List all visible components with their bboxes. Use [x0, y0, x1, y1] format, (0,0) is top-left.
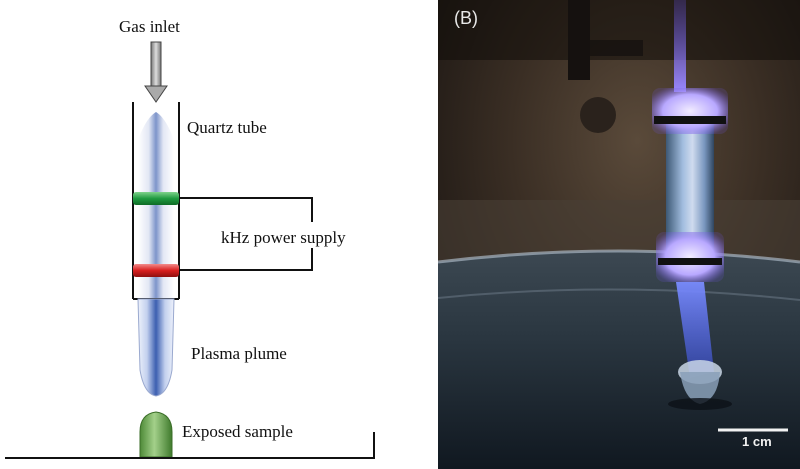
sample-holder: [5, 432, 375, 459]
gas-inlet-label: Gas inlet: [119, 17, 180, 36]
photo-panel: (B) 1 cm: [438, 0, 800, 469]
exposed-sample-label: Exposed sample: [182, 422, 293, 441]
mount-bracket: [568, 0, 643, 133]
plasma-plume: [137, 298, 175, 397]
tube-plasma-glow: [138, 112, 174, 300]
gas-inlet-arrow: [144, 41, 168, 103]
lower-electrode-collar: [656, 232, 724, 282]
lower-electrode: [133, 264, 179, 277]
panel-label: (B): [454, 8, 478, 28]
upper-electrode: [133, 192, 179, 205]
sample-photo: [668, 360, 732, 410]
power-supply-label: kHz power supply: [221, 228, 346, 247]
petri-dish: [438, 249, 800, 469]
schematic-panel: Gas inlet Quartz tube kHz power supply P…: [5, 17, 375, 459]
schematic-drawing: [5, 41, 375, 459]
quartz-tube-photo: [666, 100, 714, 270]
feed-jet: [674, 0, 686, 92]
upper-electrode-collar: [652, 88, 728, 134]
plasma-jet-photo: [438, 0, 800, 469]
exposed-sample: [139, 411, 173, 458]
quartz-tube-label: Quartz tube: [187, 118, 267, 137]
plasma-plume-label: Plasma plume: [191, 344, 287, 363]
plasma-jet: [676, 282, 714, 378]
power-supply-wires: [179, 197, 313, 271]
scale-bar-label: 1 cm: [742, 434, 772, 449]
